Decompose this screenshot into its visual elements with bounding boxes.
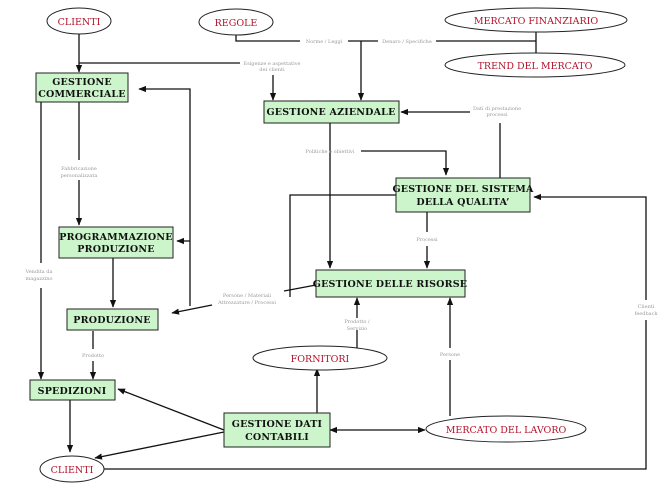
- regole-label: REGOLE: [215, 18, 258, 29]
- label-esigenze-2: dei clienti: [259, 67, 285, 73]
- node-gestione-dati-contabili[interactable]: GESTIONE DATI CONTABILI: [223, 412, 331, 448]
- node-gestione-risorse[interactable]: GESTIONE DELLE RISORSE: [313, 269, 468, 298]
- node-clienti-bottom[interactable]: CLIENTI: [39, 455, 105, 483]
- label-vendita-2: magazzino: [25, 276, 52, 282]
- node-mercato-lavoro[interactable]: MERCATO DEL LAVORO: [425, 415, 587, 443]
- fornitori-label: FORNITORI: [291, 354, 350, 365]
- spedizioni-label: SPEDIZIONI: [38, 386, 107, 397]
- label-politiche-obiettivi: Politiche e obiettivi: [306, 149, 355, 155]
- label-persone: Persone: [440, 352, 460, 358]
- gestione-aziendale-label: GESTIONE AZIENDALE: [266, 107, 395, 118]
- trend-mercato-label: TREND DEL MERCATO: [478, 61, 593, 72]
- connectors: [37, 31, 647, 470]
- gestione-qualita-line1: GESTIONE DEL SISTEMA: [392, 184, 533, 195]
- label-fabbricazione-1: Fabbricazione: [61, 166, 97, 172]
- gestione-commerciale-line1: GESTIONE: [52, 77, 112, 88]
- produzione-label: PRODUZIONE: [73, 315, 150, 326]
- programmazione-line1: PROGRAMMAZIONE: [59, 232, 172, 243]
- gestione-dati-contabili-line1: GESTIONE DATI: [232, 419, 323, 430]
- edge-clienti-feedback-low: [104, 320, 647, 470]
- gestione-commerciale-line2: COMMERCIALE: [38, 89, 126, 100]
- edge-qualita-left: [289, 194, 396, 297]
- edge-persone-produzione: [171, 304, 213, 315]
- node-programmazione-produzione[interactable]: PROGRAMMAZIONE PRODUZIONE: [58, 226, 174, 259]
- label-clienti-feedback-1: Clienti: [638, 304, 655, 310]
- label-clienti-feedback-2: feedback: [635, 311, 659, 317]
- edge-contabili-clienti: [94, 431, 225, 460]
- gestione-risorse-label: GESTIONE DELLE RISORSE: [313, 279, 468, 290]
- node-clienti-top[interactable]: CLIENTI: [46, 7, 112, 35]
- label-norme-leggi: Norme / Leggi: [306, 39, 343, 45]
- label-dati-prestazione-2: processi: [486, 112, 507, 118]
- label-persone-materiali-2: Attrezzature / Processi: [217, 300, 276, 306]
- edge-contabili-spedizioni: [117, 388, 225, 431]
- label-esigenze-1: Esigenze e aspettative: [243, 61, 300, 67]
- edge-feedback-qualita: [533, 193, 647, 300]
- gestione-qualita-line2: DELLA QUALITA’: [416, 197, 509, 208]
- label-fabbricazione-2: personalizzata: [61, 173, 98, 179]
- edge-risorse-persone: [283, 284, 317, 292]
- label-prodotto: Prodotto: [82, 353, 104, 359]
- label-prodotto-servizio-2: Servizio: [347, 326, 367, 332]
- edge-labels: Norme / Leggi Denaro / Specifiche Esigen…: [25, 39, 659, 359]
- label-vendita-1: Vendita da: [25, 269, 53, 275]
- node-gestione-qualita[interactable]: GESTIONE DEL SISTEMA DELLA QUALITA’: [392, 177, 534, 213]
- node-spedizioni[interactable]: SPEDIZIONI: [29, 379, 116, 401]
- edge-feedback-commerciale: [138, 85, 191, 306]
- clienti-top-label: CLIENTI: [58, 17, 101, 28]
- node-trend-mercato[interactable]: TREND DEL MERCATO: [444, 52, 626, 78]
- gestione-dati-contabili-line2: CONTABILI: [245, 432, 309, 443]
- label-denaro-specifiche: Denaro / Specifiche: [382, 39, 432, 45]
- mercato-finanziario-label: MERCATO FINANZIARIO: [474, 16, 599, 27]
- clienti-bottom-label: CLIENTI: [51, 465, 94, 476]
- edge-regole: [235, 33, 300, 42]
- node-produzione[interactable]: PRODUZIONE: [66, 308, 159, 331]
- programmazione-line2: PRODUZIONE: [77, 244, 154, 255]
- label-processi: Processi: [416, 237, 438, 243]
- node-mercato-finanziario[interactable]: MERCATO FINANZIARIO: [444, 7, 628, 33]
- node-regole[interactable]: REGOLE: [198, 8, 274, 36]
- node-fornitori[interactable]: FORNITORI: [252, 345, 388, 371]
- label-prodotto-servizio-1: Prodotto /: [344, 319, 370, 325]
- label-dati-prestazione-1: Dati di prestazione: [473, 106, 521, 112]
- node-gestione-commerciale[interactable]: GESTIONE COMMERCIALE: [35, 72, 129, 103]
- edge-politiche-qualita: [361, 150, 450, 176]
- label-persone-materiali-1: Persone / Materiali: [223, 293, 272, 299]
- node-gestione-aziendale[interactable]: GESTIONE AZIENDALE: [263, 100, 400, 124]
- mercato-lavoro-label: MERCATO DEL LAVORO: [446, 425, 567, 436]
